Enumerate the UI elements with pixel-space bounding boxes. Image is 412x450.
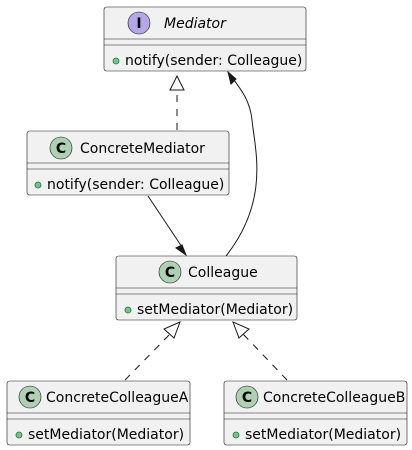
class-name-concretemediator: ConcreteMediator	[80, 141, 205, 157]
public-visibility-icon	[124, 306, 132, 314]
class-badge-icon	[49, 136, 73, 160]
class-box-concretecolleaguea[interactable]: C ConcreteColleagueA setMediator(Mediato…	[6, 380, 191, 446]
edge-colleague-to-mediator	[225, 75, 258, 257]
arrowhead-association-mediator	[227, 70, 237, 85]
public-visibility-icon	[232, 431, 240, 439]
interface-badge-icon	[127, 11, 151, 35]
edge-concretecolleaguea-realizes-colleague	[124, 333, 171, 381]
edge-concretecolleagueb-realizes-colleague	[242, 333, 288, 381]
interface-badge-letter: I	[136, 16, 141, 32]
edge-concretemediator-to-colleague	[147, 195, 185, 251]
public-visibility-icon	[34, 181, 42, 189]
method-notify: notify(sender: Colleague)	[47, 177, 224, 193]
class-name-concretecolleagueb: ConcreteColleagueB	[263, 390, 405, 406]
class-box-colleague[interactable]: C Colleague setMediator(Mediator)	[115, 255, 298, 321]
class-badge-letter: C	[56, 141, 66, 157]
method-setmediator: setMediator(Mediator)	[137, 302, 293, 318]
relations	[124, 70, 288, 381]
method-setmediator: setMediator(Mediator)	[245, 427, 401, 443]
class-badge-icon	[18, 385, 42, 409]
class-box-mediator[interactable]: I Mediator notify(sender: Colleague)	[103, 6, 307, 72]
method-notify: notify(sender: Colleague)	[125, 53, 302, 69]
public-visibility-icon	[15, 431, 23, 439]
class-box-concretemediator[interactable]: C ConcreteMediator notify(sender: Collea…	[26, 130, 230, 196]
class-badge-letter: C	[165, 265, 175, 281]
arrowhead-realization-mediator	[169, 74, 185, 91]
public-visibility-icon	[112, 57, 120, 65]
arrowhead-association-colleague	[175, 244, 188, 257]
arrowhead-realization-colleague-a	[163, 321, 181, 339]
method-setmediator: setMediator(Mediator)	[28, 427, 184, 443]
class-box-concretecolleagueb[interactable]: C ConcreteColleagueB setMediator(Mediato…	[223, 380, 408, 446]
class-badge-icon	[158, 260, 182, 284]
class-name-mediator: Mediator	[164, 16, 227, 32]
class-badge-icon	[235, 385, 259, 409]
class-badge-letter: C	[242, 390, 252, 406]
class-name-concretecolleaguea: ConcreteColleagueA	[46, 390, 189, 406]
class-badge-letter: C	[25, 390, 35, 406]
arrowhead-realization-colleague-b	[232, 321, 250, 339]
class-name-colleague: Colleague	[188, 265, 258, 281]
